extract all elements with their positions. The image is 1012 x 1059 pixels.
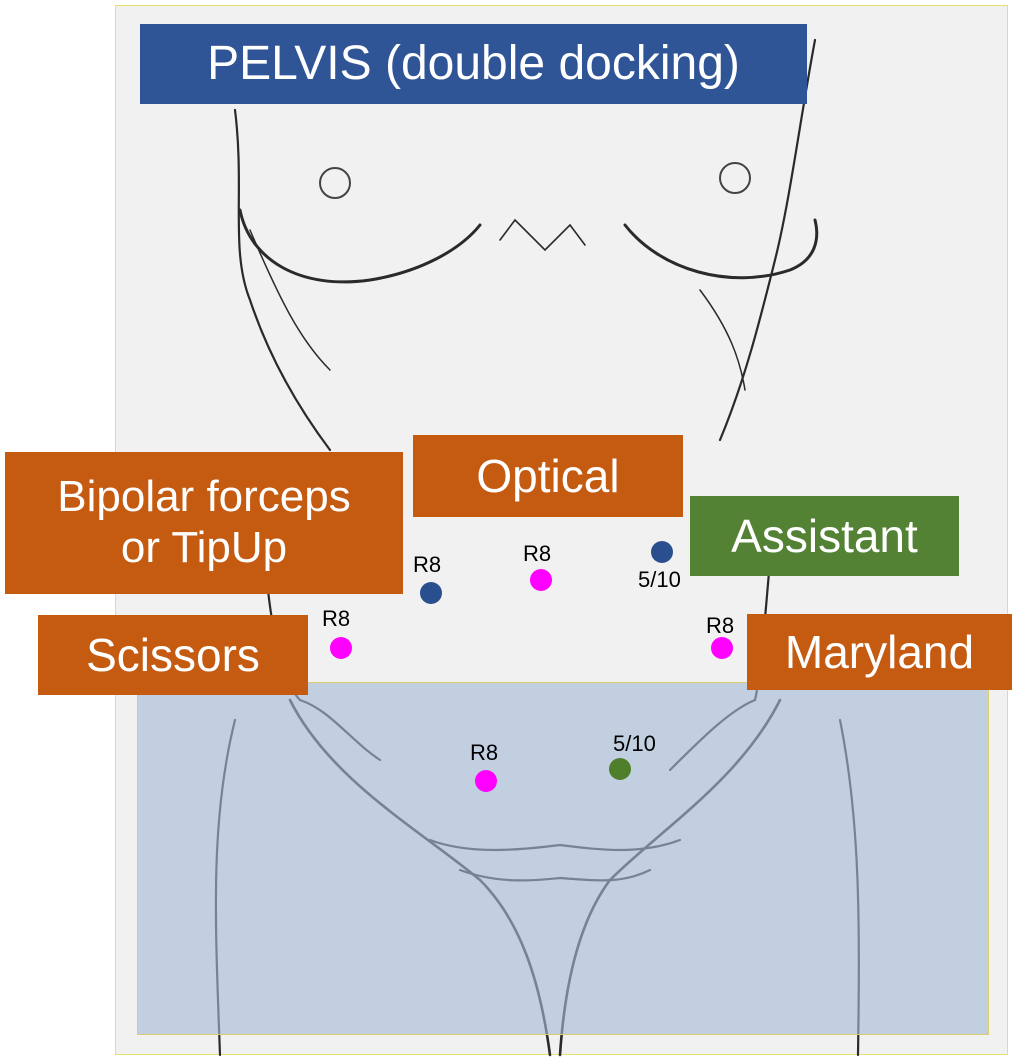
port-dot-center-pelvic [475,770,497,792]
assistant-label: Assistant [690,496,959,576]
port-label-assistant-upper: 5/10 [638,567,681,593]
port-dot-assistant-upper [651,541,673,563]
scissors-label: Scissors [38,615,308,695]
port-dot-center-upper [530,569,552,591]
port-dot-left-lower [330,637,352,659]
port-label-center-pelvic: R8 [470,740,498,766]
port-dot-right-lower [711,637,733,659]
bipolar-forceps-label: Bipolar forceps or TipUp [5,452,403,594]
port-dot-left-upper [420,582,442,604]
bipolar-line-2: or TipUp [121,523,287,574]
port-label-left-upper: R8 [413,552,441,578]
maryland-label: Maryland [747,614,1012,690]
optical-label: Optical [413,435,683,517]
diagram-title: PELVIS (double docking) [140,24,807,104]
port-dot-assistant-pelvic [609,758,631,780]
port-label-left-lower: R8 [322,606,350,632]
port-label-right-lower: R8 [706,613,734,639]
port-label-center-upper: R8 [523,541,551,567]
port-label-assistant-pelvic: 5/10 [613,731,656,757]
bipolar-line-1: Bipolar forceps [57,472,350,523]
pelvic-region-overlay [137,682,989,1035]
